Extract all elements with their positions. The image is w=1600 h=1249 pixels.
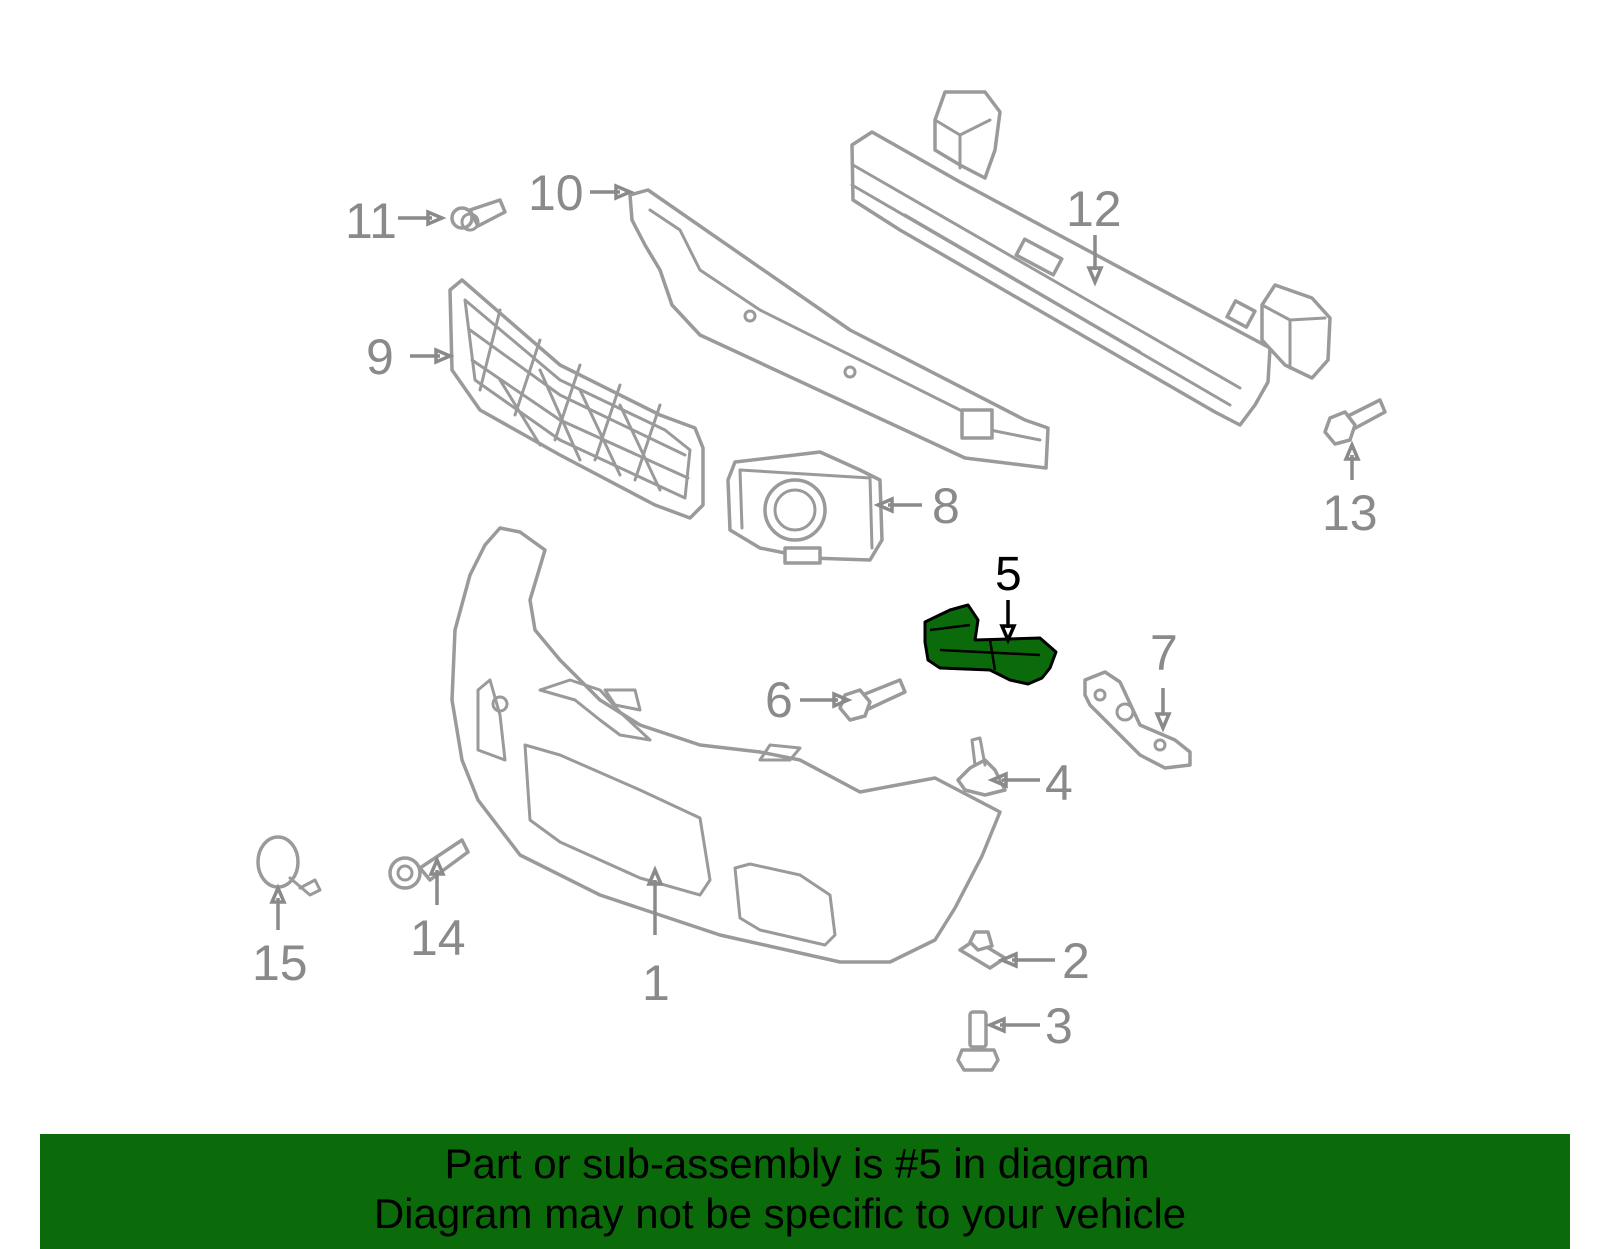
part-7-bracket[interactable] <box>1083 670 1192 770</box>
leader-lines <box>269 183 1361 1034</box>
callout-5: 5 <box>995 548 1022 601</box>
part-8-fog-lamp-bezel[interactable] <box>726 450 884 565</box>
callout-11: 11 <box>345 193 397 249</box>
part-13-bolt[interactable] <box>1323 398 1387 446</box>
callout-12: 12 <box>1066 181 1122 237</box>
banner-line-disclaimer: Diagram may not be specific to your vehi… <box>373 1190 1187 1237</box>
part-11-clip[interactable] <box>450 198 507 232</box>
callout-2: 2 <box>1062 933 1090 989</box>
part-12-reinforcement-bar[interactable] <box>850 90 1332 427</box>
callout-14: 14 <box>410 910 466 966</box>
part-4-retainer[interactable] <box>956 736 1007 797</box>
callout-6: 6 <box>765 672 793 728</box>
callout-15: 15 <box>252 935 308 991</box>
part-2-nut[interactable] <box>958 930 1007 970</box>
info-banner: Part or sub-assembly is #5 in diagram Di… <box>40 1134 1570 1249</box>
part-15-cap[interactable] <box>256 835 322 897</box>
callout-labels: 1 2 3 4 5 6 7 8 9 10 11 12 13 14 15 <box>252 165 1378 1054</box>
callout-3: 3 <box>1045 998 1073 1054</box>
part-3-bolt[interactable] <box>956 1010 1000 1072</box>
part-1-bumper-cover[interactable] <box>450 526 1002 964</box>
part-10-energy-absorber[interactable] <box>628 188 1050 470</box>
banner-line-part-info: Part or sub-assembly is #5 in diagram <box>444 1140 1150 1187</box>
part-14-clip[interactable] <box>388 838 470 890</box>
callout-10: 10 <box>528 165 584 221</box>
part-5-highlighted[interactable] <box>923 603 1058 686</box>
callout-7: 7 <box>1150 625 1178 681</box>
callout-8: 8 <box>932 478 960 534</box>
part-9-grille[interactable] <box>448 278 705 520</box>
part-6-bolt[interactable] <box>838 678 907 722</box>
callout-13: 13 <box>1322 485 1378 541</box>
callout-4: 4 <box>1045 755 1073 811</box>
callout-9: 9 <box>366 329 394 385</box>
callout-1: 1 <box>642 955 670 1011</box>
